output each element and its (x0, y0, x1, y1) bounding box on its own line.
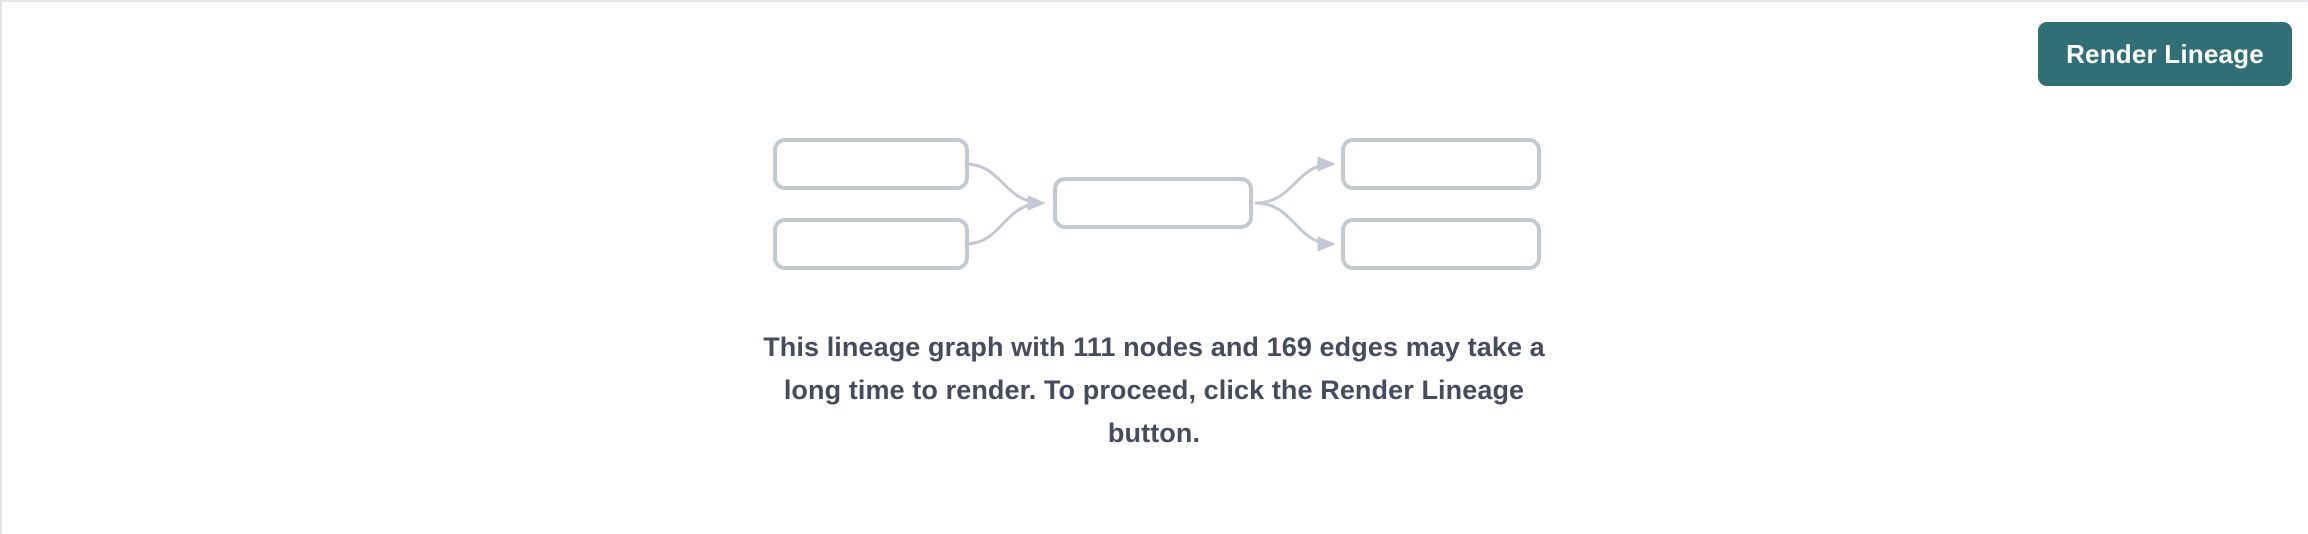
lineage-node-downstream-1 (1341, 138, 1541, 190)
lineage-node-downstream-2 (1341, 218, 1541, 270)
lineage-node-focus (1053, 177, 1253, 229)
edge-focus-to-downstream2 (1254, 201, 1336, 252)
render-lineage-button[interactable]: Render Lineage (2038, 22, 2292, 86)
header-divider (0, 0, 2308, 2)
left-divider (0, 2, 2, 534)
lineage-placeholder-svg (773, 138, 1541, 270)
edge-upstream1-to-focus (964, 162, 1046, 211)
lineage-warning-message: This lineage graph with 111 nodes and 16… (763, 332, 1545, 448)
lineage-node-upstream-2 (773, 218, 969, 270)
lineage-node-upstream-1 (773, 138, 969, 190)
lineage-graph-placeholder (765, 128, 1555, 278)
edge-focus-to-downstream1 (1254, 156, 1336, 205)
edge-upstream2-to-focus (964, 195, 1046, 246)
